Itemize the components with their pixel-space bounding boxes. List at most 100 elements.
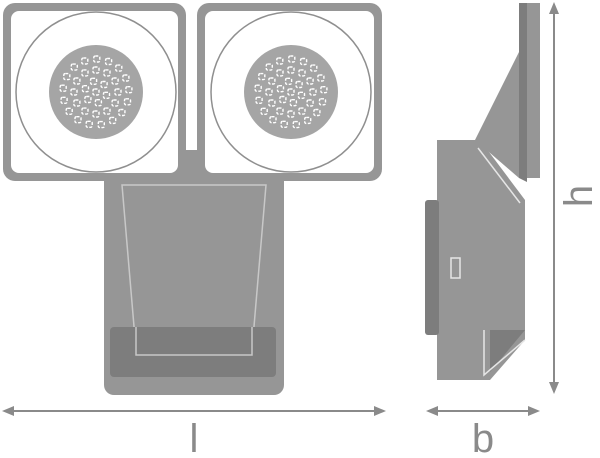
led-dot [108, 116, 117, 125]
width-arrow-right [528, 406, 540, 416]
led-dot [59, 84, 67, 92]
led-dot [81, 107, 89, 115]
width-dimension: b [426, 406, 540, 458]
led-dot [289, 98, 298, 107]
led-dot [254, 84, 262, 92]
led-dot [122, 74, 130, 82]
front-mount-body [104, 150, 284, 395]
led-dot [317, 74, 325, 82]
led-dot [85, 120, 93, 129]
led-dot [276, 57, 284, 65]
led-dot [287, 88, 295, 96]
led-dot [70, 63, 79, 71]
width-label: b [472, 417, 494, 458]
height-arrow-top [549, 2, 559, 14]
led-dot [295, 80, 303, 89]
led-dot [318, 98, 327, 106]
led-dot [114, 88, 122, 96]
length-arrow-left [2, 406, 14, 416]
led-dot [100, 80, 108, 89]
led-dot [306, 77, 314, 85]
height-label: h [557, 185, 600, 207]
led-dot [292, 120, 300, 129]
led-dot [288, 55, 296, 63]
led-dot [125, 85, 133, 94]
led-dot [313, 108, 321, 117]
led-dot [81, 57, 89, 65]
led-dot [60, 96, 68, 105]
led-dot [104, 57, 113, 66]
led-dot [260, 107, 268, 116]
width-arrow-left [426, 406, 438, 416]
led-dot [276, 84, 285, 93]
length-arrow-right [374, 406, 386, 416]
led-dot [89, 77, 98, 86]
led-dot [81, 69, 89, 77]
led-dot [276, 69, 284, 77]
led-dot [111, 77, 119, 85]
led-dot [309, 88, 317, 96]
led-dot [92, 66, 100, 74]
led-dot [103, 107, 111, 115]
led-dot [102, 91, 111, 100]
led-dot [265, 88, 273, 96]
side-view [425, 3, 540, 380]
front-view [3, 3, 382, 395]
led-dot [92, 110, 100, 118]
led-dot [65, 107, 73, 116]
led-dot [276, 107, 284, 115]
side-mount-bottom-inner [483, 330, 526, 377]
left-lamp-leds [59, 55, 133, 129]
side-wall-bracket [425, 200, 439, 335]
left-lamp-lens-ring [15, 11, 177, 173]
led-dot [279, 95, 287, 104]
led-dot [310, 64, 318, 72]
led-dot [280, 120, 288, 129]
led-dot [94, 98, 103, 107]
led-dot [84, 95, 92, 104]
led-dot [97, 120, 106, 129]
led-dot [298, 69, 306, 77]
side-indicator-slot [450, 257, 461, 279]
led-dot [320, 85, 328, 94]
led-dot [70, 88, 78, 96]
height-dimension: h [549, 2, 600, 394]
led-dot [258, 72, 266, 81]
led-dot [265, 63, 273, 71]
side-mount-body [437, 140, 525, 380]
side-lamp-face-edge [519, 3, 527, 182]
led-dot [73, 77, 81, 85]
led-dot [74, 115, 82, 124]
right-lamp-head [197, 3, 382, 181]
led-dot [284, 77, 293, 86]
led-dot [304, 116, 312, 125]
led-dot [92, 88, 100, 96]
led-dot [287, 110, 295, 118]
front-mount-bottom-panel [110, 327, 276, 377]
led-dot [268, 77, 276, 85]
led-dot [93, 55, 101, 63]
length-label: l [190, 417, 199, 458]
led-dot [118, 108, 126, 117]
length-dimension: l [2, 406, 386, 458]
right-lamp-leds [254, 55, 328, 129]
led-dot [255, 96, 263, 105]
led-dot [115, 64, 123, 72]
led-dot [299, 57, 308, 66]
right-lamp-lens-ring [210, 11, 372, 173]
led-dot [123, 98, 132, 106]
led-dot [111, 99, 119, 107]
left-lamp-head [3, 3, 186, 181]
led-dot [287, 66, 295, 74]
height-arrow-bottom [549, 382, 559, 394]
led-dot [103, 69, 111, 77]
front-mount-bottom-inner [135, 327, 253, 356]
led-dot [297, 91, 306, 100]
led-dot [298, 107, 306, 115]
led-dot [269, 115, 277, 124]
led-dot [63, 72, 71, 81]
led-dot [306, 99, 314, 107]
led-dot [73, 99, 81, 107]
led-dot [268, 99, 276, 107]
